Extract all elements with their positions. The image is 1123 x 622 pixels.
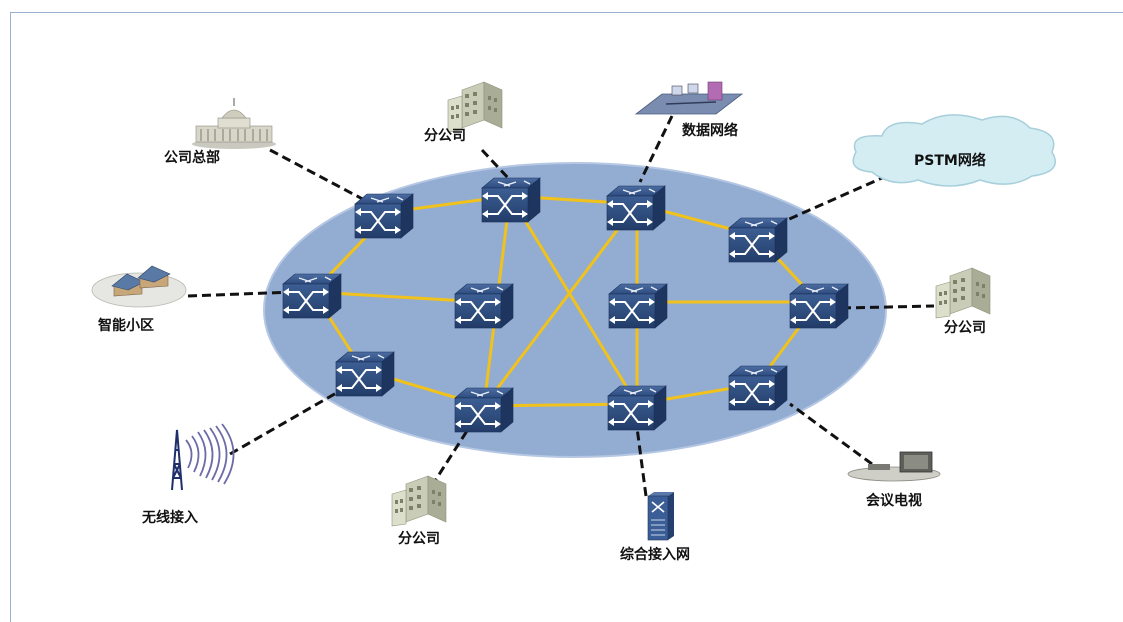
switch-icon xyxy=(481,177,541,223)
video-conference-icon xyxy=(847,451,941,482)
label-pstm: PSTM网络 xyxy=(914,152,986,169)
switch-icon xyxy=(728,365,788,411)
switch-icon xyxy=(335,351,395,397)
label-wireless: 无线接入 xyxy=(141,509,198,526)
radio-tower-icon xyxy=(171,423,235,491)
label-branch-top: 分公司 xyxy=(424,128,466,144)
cloud-icon xyxy=(852,114,1056,187)
label-smart-community: 智能小区 xyxy=(97,317,154,334)
switch-icon xyxy=(728,217,788,263)
label-access-network: 综合接入网 xyxy=(620,546,690,563)
access-links xyxy=(187,115,935,499)
house-icon xyxy=(91,265,187,308)
lan-icon xyxy=(634,81,744,115)
switch-icon xyxy=(789,283,849,329)
server-rack-icon xyxy=(647,492,674,541)
switch-icon xyxy=(454,283,514,329)
switch-icon xyxy=(606,185,666,231)
switch-icon xyxy=(607,385,667,431)
office-building-icon xyxy=(935,267,991,319)
office-building-icon xyxy=(447,81,503,133)
switch-icon xyxy=(354,193,414,239)
label-branch-right: 分公司 xyxy=(944,320,986,336)
label-branch-bottom: 分公司 xyxy=(398,531,440,547)
government-building-icon xyxy=(192,98,276,149)
label-data-network: 数据网络 xyxy=(682,122,738,139)
switch-icon xyxy=(282,273,342,319)
label-hq: 公司总部 xyxy=(164,149,220,166)
switch-icon xyxy=(454,387,514,433)
switch-icon xyxy=(608,283,668,329)
office-building-icon xyxy=(391,475,447,527)
diagram-frame xyxy=(10,12,1123,622)
label-video-conf: 会议电视 xyxy=(866,492,922,509)
